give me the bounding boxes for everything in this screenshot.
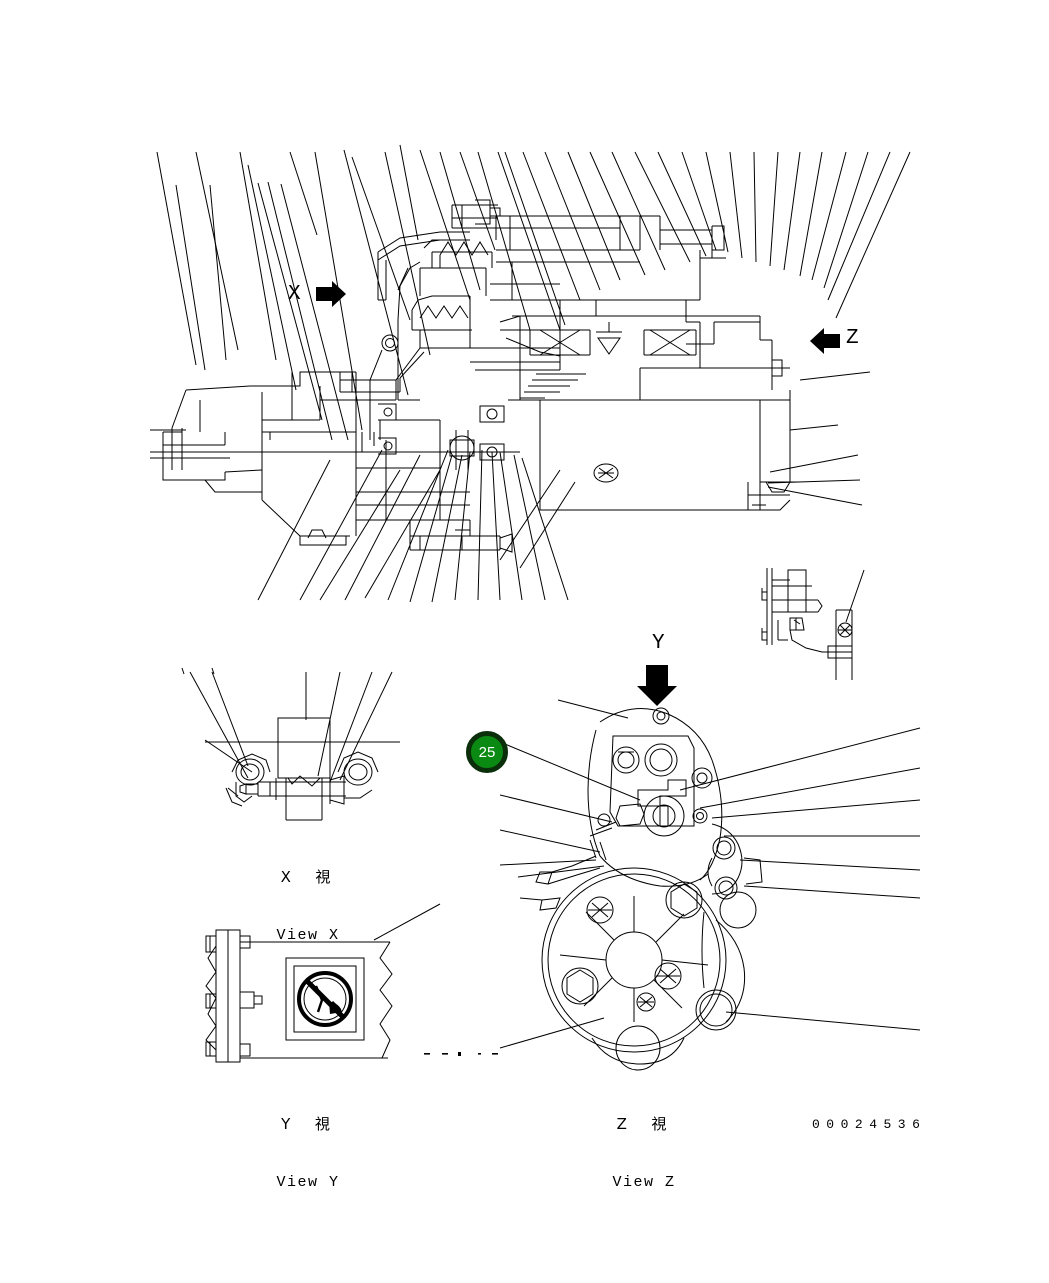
view-z-caption-en: View Z (612, 1173, 676, 1191)
view-x-caption-en: View X (276, 926, 340, 944)
direction-mark-y-label: Y (652, 632, 665, 655)
view-z-caption-jp: Z 視 (616, 1115, 672, 1133)
view-z-caption: Z 視 View Z (564, 1075, 724, 1233)
magnetic-switch-body (495, 215, 790, 400)
callout-badge-number: 25 (478, 743, 496, 761)
hex-bolt-details (378, 403, 505, 470)
view-direction-arrow-y (637, 665, 677, 706)
direction-mark-z-label: Z (846, 327, 859, 350)
view-x-caption: X 視 View X (228, 828, 388, 986)
starter-drive-housing (150, 371, 520, 553)
leader-lines-bottom (257, 449, 576, 603)
leader-lines-top (156, 144, 911, 441)
motor-yoke-barrel (508, 373, 800, 511)
drawing-number: 00024536 (812, 1117, 927, 1132)
wiring-harness (377, 231, 561, 357)
view-y-caption-en: View Y (276, 1173, 340, 1191)
callout-badge-25[interactable]: 25 (466, 731, 508, 773)
view-y-caption: Y 視 View Y (228, 1075, 388, 1233)
view-y-caption-jp: Y 視 (281, 1115, 335, 1133)
dashed-marks (424, 1052, 498, 1056)
view-direction-arrow-x (316, 281, 346, 307)
prohibition-symbol-icon (297, 971, 353, 1027)
view-x-caption-jp: X 視 (280, 868, 336, 886)
leader-lines-right (767, 371, 871, 506)
pinion-gear-assembly (395, 239, 560, 381)
terminal-studs (369, 199, 501, 440)
direction-mark-x-label: X (288, 283, 301, 306)
view-direction-arrow-z (810, 328, 840, 354)
